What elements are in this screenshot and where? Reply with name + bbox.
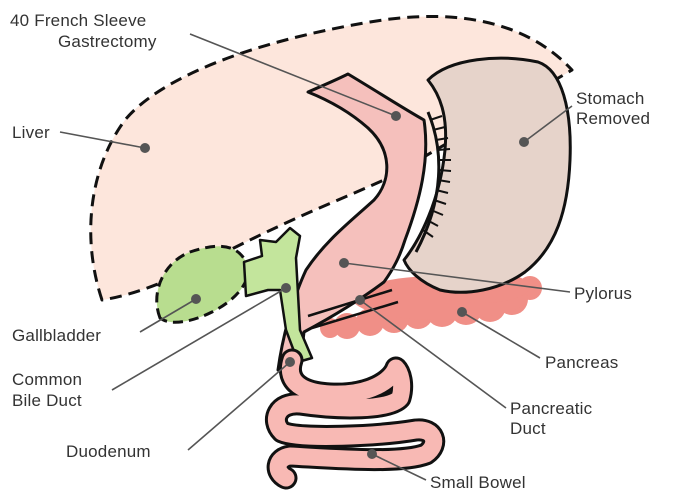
label-stomach-line1: Stomach — [576, 89, 645, 108]
label-stomach-line2: Removed — [576, 109, 650, 128]
label-pancreatic-line1: Pancreatic — [510, 399, 593, 418]
small-bowel-shape — [276, 360, 433, 478]
label-gallbladder: Gallbladder — [12, 326, 101, 345]
label-duodenum: Duodenum — [66, 442, 151, 461]
label-small-bowel: Small Bowel — [430, 473, 526, 492]
label-pancreatic-line2: Duct — [510, 419, 546, 438]
label-liver: Liver — [12, 123, 50, 142]
label-pancreas: Pancreas — [545, 353, 618, 372]
label-bile-line1: Common — [12, 370, 82, 389]
label-pylorus: Pylorus — [574, 284, 632, 303]
label-sleeve-line2: Gastrectomy — [58, 32, 157, 51]
label-sleeve-line1: 40 French Sleeve — [10, 11, 146, 30]
label-bile-line2: Bile Duct — [12, 391, 82, 410]
